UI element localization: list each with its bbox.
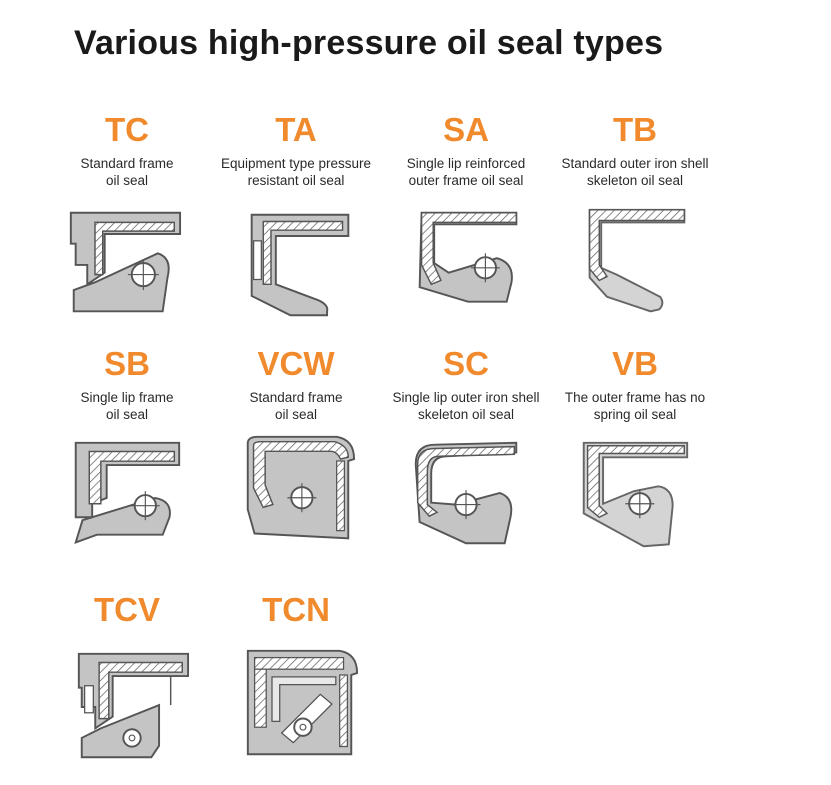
seal-code: SB — [104, 345, 150, 382]
seal-card-sa: SA Single lip reinforced outer frame oil… — [366, 112, 566, 189]
seal-card-tcn: TCN — [196, 592, 396, 628]
seal-description: Single lip reinforced outer frame oil se… — [406, 156, 526, 188]
seal-drawing-ta — [242, 207, 358, 323]
seal-drawing-sc — [408, 435, 524, 551]
seal-description: The outer frame has no spring oil seal — [564, 390, 706, 422]
seal-description: Standard frame oil seal — [80, 156, 174, 188]
seal-card-sb: SB Single lip frame oil seal — [27, 346, 227, 423]
seal-drawing-vb — [576, 438, 692, 554]
seal-card-vb: VB The outer frame has no spring oil sea… — [535, 346, 735, 423]
seal-description: Single lip frame oil seal — [80, 390, 174, 422]
seal-card-tcv: TCV — [27, 592, 227, 628]
seal-code: VCW — [257, 345, 335, 382]
seal-drawing-vcw — [240, 432, 356, 548]
seal-code: TCN — [262, 591, 330, 628]
seal-drawing-sb — [68, 438, 184, 554]
seal-description: Equipment type pressure resistant oil se… — [220, 156, 372, 188]
seal-card-vcw: VCW Standard frame oil seal — [196, 346, 396, 423]
seal-code: TCV — [94, 591, 160, 628]
seal-drawing-sa — [410, 205, 526, 321]
seal-card-tc: TC Standard frame oil seal — [27, 112, 227, 189]
seal-drawing-tcv — [74, 649, 190, 765]
seal-description: Single lip outer iron shell skeleton oil… — [392, 390, 540, 422]
seal-description: Standard frame oil seal — [249, 390, 343, 422]
seal-description: Standard outer iron shell skeleton oil s… — [561, 156, 709, 188]
seal-drawing-tcn — [243, 646, 359, 762]
seal-code: TB — [613, 111, 657, 148]
seal-card-ta: TA Equipment type pressure resistant oil… — [196, 112, 396, 189]
seal-card-tb: TB Standard outer iron shell skeleton oi… — [535, 112, 735, 189]
seal-code: SA — [443, 111, 489, 148]
seal-drawing-tc — [66, 205, 182, 321]
seal-code: TA — [275, 111, 317, 148]
seal-code: TC — [105, 111, 149, 148]
seal-card-sc: SC Single lip outer iron shell skeleton … — [366, 346, 566, 423]
seal-code: VB — [612, 345, 658, 382]
page-title: Various high-pressure oil seal types — [74, 24, 664, 62]
seal-drawing-tb — [578, 205, 694, 321]
seal-code: SC — [443, 345, 489, 382]
